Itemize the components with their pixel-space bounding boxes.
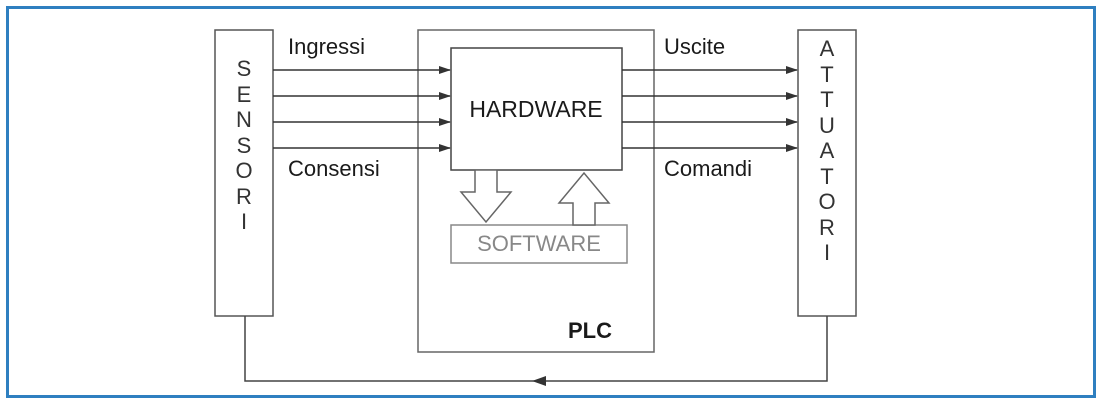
vertical-letter: S [236, 132, 252, 158]
hardware-to-software-arrow [459, 169, 513, 224]
vertical-letter: U [819, 112, 835, 138]
vertical-letter: S [236, 56, 252, 81]
vertical-letter: R [236, 183, 252, 209]
plc-label: PLC [568, 318, 612, 343]
feedback-arrow-head [532, 376, 546, 386]
vertical-letter: R [819, 214, 835, 240]
hardware-box [450, 47, 623, 171]
vertical-letter: I [240, 209, 248, 234]
vertical-letter: T [820, 163, 834, 189]
vertical-letter: I [823, 240, 831, 265]
inputs-bottom-label: Consensi [288, 156, 380, 181]
hardware-label: HARDWARE [469, 96, 603, 122]
outputs-top-label: Uscite [664, 34, 726, 59]
sensors-box [214, 29, 274, 317]
software-box [450, 224, 628, 264]
inputs-top-label: Ingressi [288, 34, 366, 59]
input-arrows [273, 66, 451, 152]
software-label: SOFTWARE [477, 231, 601, 256]
vertical-letter: T [820, 87, 834, 112]
actuators-box [797, 29, 857, 317]
software-to-hardware-arrow [557, 171, 611, 226]
vertical-letter: O [235, 158, 253, 183]
vertical-letter: N [236, 107, 252, 132]
outputs-bottom-label: Comandi [664, 156, 753, 181]
vertical-letter: A [819, 138, 835, 163]
vertical-letter: T [820, 61, 834, 87]
vertical-letter: O [818, 189, 836, 214]
vertical-letter: E [236, 81, 252, 107]
vertical-letter: A [819, 36, 835, 61]
output-arrows [622, 66, 798, 152]
